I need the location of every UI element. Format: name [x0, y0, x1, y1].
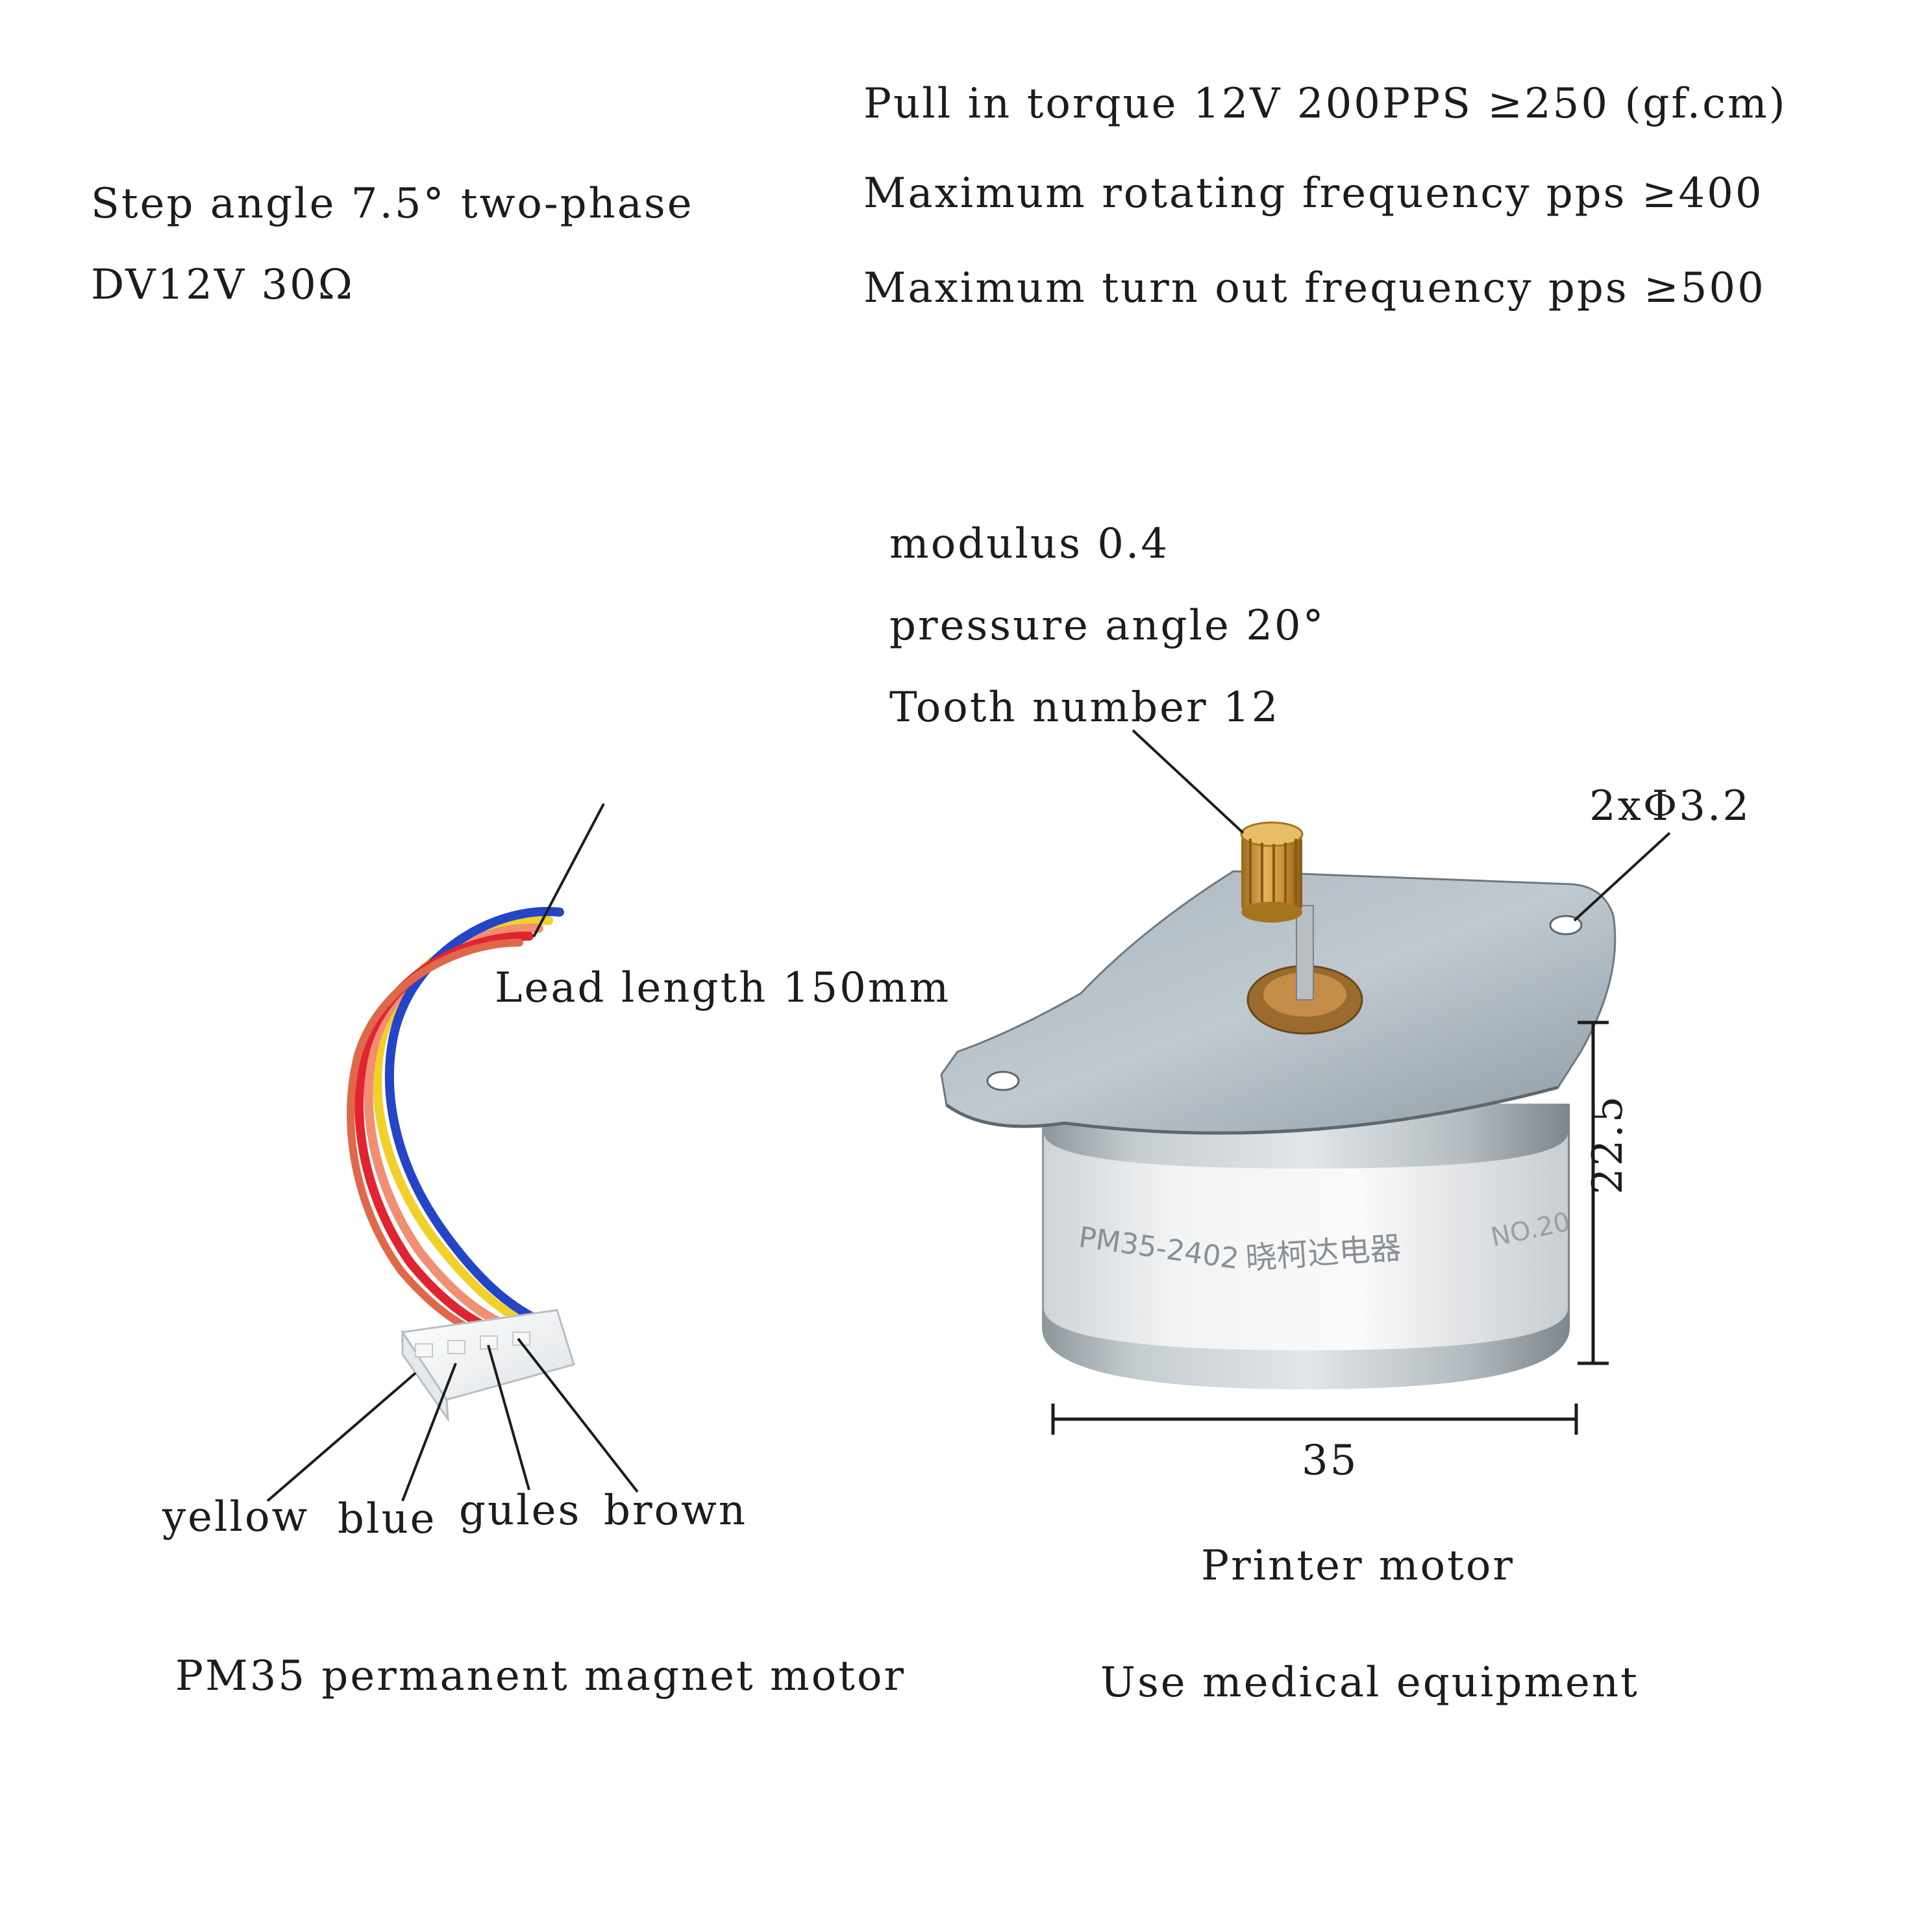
wire-label-brown: brown — [604, 1487, 748, 1535]
leader-brown — [517, 1337, 639, 1493]
gear-tooth-number-label: Tooth number 12 — [889, 684, 1280, 732]
mounting-hole-left — [986, 1071, 1020, 1091]
leader-gules — [487, 1344, 530, 1491]
wire-brown — [347, 939, 531, 1349]
motor-type-caption: PM35 permanent magnet motor — [175, 1652, 906, 1700]
lead-wires — [347, 907, 564, 1349]
dimension-height — [1578, 1021, 1609, 1365]
wire-label-blue: blue — [338, 1495, 437, 1543]
gear-pressure-angle-label: pressure angle 20° — [889, 602, 1326, 650]
wire-connector — [401, 1309, 575, 1423]
leader-lead-length — [532, 803, 605, 937]
dimension-diameter — [1051, 1404, 1578, 1435]
application-caption-medical: Use medical equipment — [1100, 1659, 1639, 1707]
leader-lines — [266, 729, 1671, 1502]
motor-shaft — [1296, 905, 1314, 1000]
pull-in-torque-spec: Pull in torque 12V 200PPS ≥250 (gf.cm) — [863, 80, 1787, 128]
motor-label — [1044, 1133, 1568, 1350]
wire-blue — [384, 907, 564, 1330]
mounting-holes-label: 2xΦ3.2 — [1589, 782, 1752, 830]
gear-modulus-label: modulus 0.4 — [889, 520, 1170, 568]
dimension-diameter-label: 35 — [1302, 1437, 1359, 1485]
leader-holes — [1573, 832, 1671, 922]
application-caption-printer: Printer motor — [1201, 1542, 1515, 1590]
lead-length-label: Lead length 150mm — [495, 964, 951, 1012]
leader-yellow — [266, 1372, 417, 1502]
wire-label-gules: gules — [459, 1487, 582, 1535]
step-angle-spec: Step angle 7.5° two-phase — [91, 180, 694, 228]
max-turn-out-frequency-spec: Maximum turn out frequency pps ≥500 — [863, 264, 1766, 312]
leader-gear — [1132, 729, 1245, 834]
voltage-resistance-spec: DV12V 30Ω — [91, 261, 354, 309]
mounting-hole-right — [1549, 915, 1583, 935]
max-rotating-frequency-spec: Maximum rotating frequency pps ≥400 — [863, 169, 1764, 217]
motor-body: PM35-2402 晓柯达电器 NO.20 — [940, 821, 1616, 1389]
dimension-height-label: 22.5 — [1584, 1094, 1632, 1195]
leader-blue — [401, 1363, 457, 1502]
wire-label-yellow: yellow — [162, 1493, 310, 1541]
pinion-gear — [1240, 821, 1304, 923]
